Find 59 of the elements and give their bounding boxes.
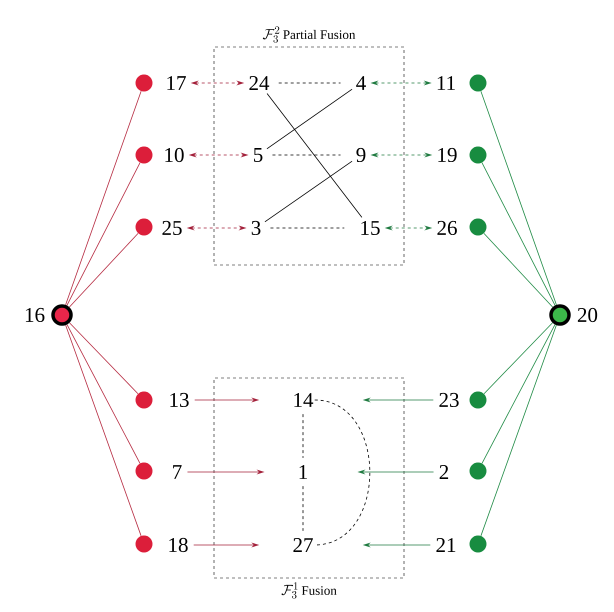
number-label: 10 — [165, 148, 184, 162]
dot — [136, 392, 152, 408]
connector-line — [266, 88, 352, 150]
number-label: 27 — [293, 538, 313, 552]
number-label: 18 — [169, 538, 188, 552]
connector-line — [480, 90, 557, 306]
number-label: 4 — [356, 76, 366, 90]
connector-line — [480, 324, 557, 536]
dot — [470, 462, 486, 480]
node-label: $\mathcal{F}_3^2$ — [262, 26, 280, 43]
connector-line — [68, 232, 138, 308]
number-label: 14 — [294, 393, 314, 407]
dot — [136, 462, 152, 480]
number-label: 7 — [173, 465, 182, 479]
number-label: 15 — [361, 220, 380, 236]
number-label: 23 — [439, 392, 459, 408]
number-label: 1 — [300, 465, 307, 479]
dashed-curve — [314, 400, 370, 546]
number-label: 9 — [356, 148, 366, 162]
dot — [470, 146, 486, 164]
dot — [470, 392, 486, 408]
node-label: $\mathcal{F}_3^1$ — [281, 582, 298, 599]
number-label: 25 — [162, 220, 182, 236]
dashed-line — [278, 82, 341, 84]
dot — [470, 218, 486, 236]
connector-line — [66, 324, 140, 464]
number-label: 13 — [170, 392, 189, 408]
connector-line — [69, 322, 138, 394]
node-label: Fusion — [302, 586, 337, 595]
dashed-line — [272, 154, 341, 156]
dot — [136, 74, 152, 92]
node-label: Partial Fusion — [283, 30, 356, 40]
number-label: 26 — [437, 220, 457, 236]
connector-line — [482, 162, 556, 306]
dot — [136, 536, 152, 552]
connector-line — [266, 93, 362, 218]
dot — [136, 146, 152, 164]
connector-line — [264, 160, 352, 222]
number-label: 11 — [438, 76, 455, 90]
number-label: 19 — [438, 148, 457, 162]
number-label: 3 — [252, 220, 260, 236]
dot — [470, 74, 486, 92]
number-label: 5 — [254, 148, 262, 162]
node-label: 20 — [578, 308, 598, 322]
number-label: 2 — [440, 465, 448, 479]
number-label: 24 — [249, 76, 270, 90]
dashed-line — [302, 414, 304, 458]
connector-line — [65, 324, 142, 536]
connector-line — [482, 324, 556, 464]
dot — [136, 218, 152, 236]
dot — [470, 536, 486, 552]
node-label: 16 — [26, 308, 44, 322]
connector-line — [484, 322, 553, 394]
number-label: 17 — [167, 76, 186, 90]
connector-line — [484, 232, 554, 308]
number-label: 21 — [436, 538, 456, 552]
connector-line — [66, 162, 140, 306]
dashed-line — [302, 486, 304, 532]
connector-line — [65, 90, 142, 306]
